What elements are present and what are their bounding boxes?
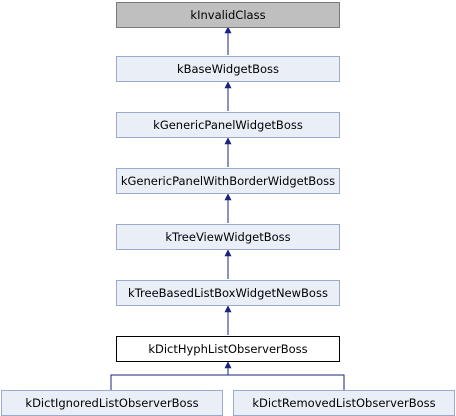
class-node-generic-panel-with-border-widget-boss[interactable]: kGenericPanelWithBorderWidgetBoss	[116, 168, 340, 194]
class-node-label: kInvalidClass	[190, 8, 266, 22]
class-node-label: kDictHyphListObserverBoss	[148, 342, 308, 356]
class-node-tree-view-widget-boss[interactable]: kTreeViewWidgetBoss	[116, 224, 340, 250]
class-node-generic-panel-widget-boss[interactable]: kGenericPanelWidgetBoss	[116, 112, 340, 138]
class-node-label: kTreeBasedListBoxWidgetNewBoss	[128, 286, 328, 300]
edge-n7-n6	[110, 361, 232, 390]
class-node-label: kDictRemovedListObserverBoss	[252, 396, 436, 410]
edge-n8-n6	[228, 374, 345, 390]
class-node-label: kTreeViewWidgetBoss	[165, 230, 291, 244]
class-node-dict-removed-list-observer-boss[interactable]: kDictRemovedListObserverBoss	[233, 390, 455, 416]
class-node-label: kGenericPanelWithBorderWidgetBoss	[120, 174, 336, 188]
class-node-dict-ignored-list-observer-boss[interactable]: kDictIgnoredListObserverBoss	[1, 390, 223, 416]
class-node-dict-hyph-list-observer-boss: kDictHyphListObserverBoss	[116, 336, 340, 362]
class-node-label: kBaseWidgetBoss	[176, 62, 280, 76]
class-node-label: kDictIgnoredListObserverBoss	[25, 396, 199, 410]
class-node-tree-based-list-box-widget-new-boss[interactable]: kTreeBasedListBoxWidgetNewBoss	[116, 280, 340, 306]
class-node-base-widget-boss[interactable]: kBaseWidgetBoss	[116, 56, 340, 82]
class-node-invalid-class[interactable]: kInvalidClass	[116, 2, 340, 28]
class-node-label: kGenericPanelWidgetBoss	[153, 118, 303, 132]
